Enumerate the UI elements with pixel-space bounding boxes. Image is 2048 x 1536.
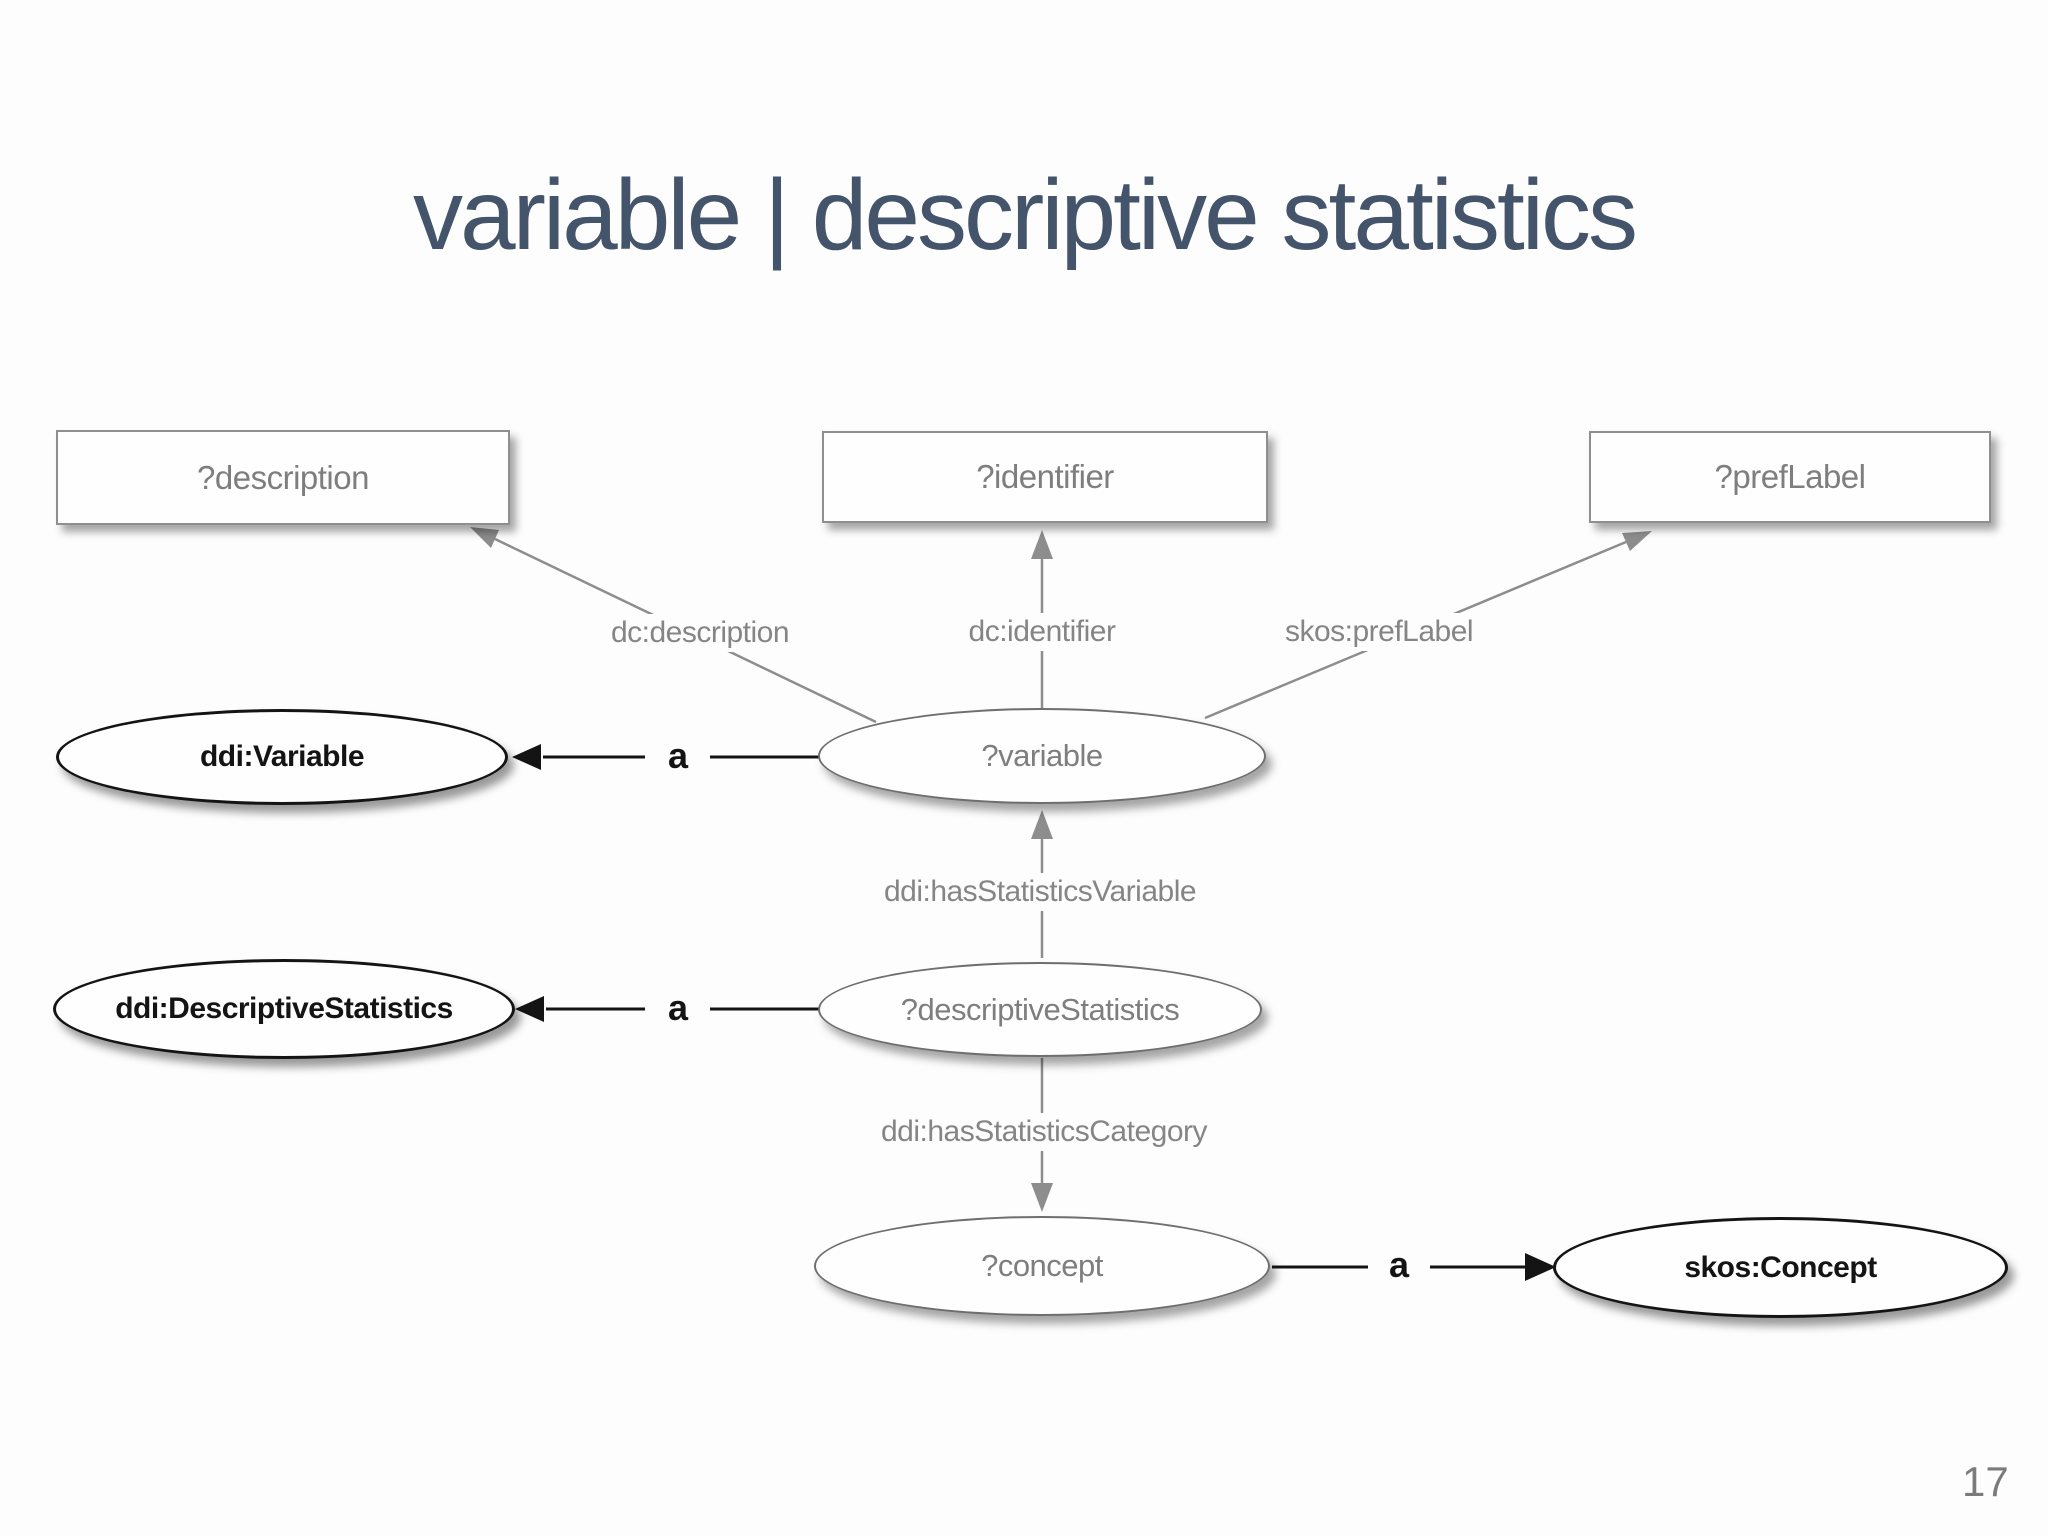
node-preflabel-label: ?prefLabel [1714, 458, 1866, 495]
node-skos-concept-ellipse: skos:Concept [1553, 1217, 2008, 1318]
edge-a-variable-arrow [512, 744, 820, 770]
node-concept-label: ?concept [981, 1248, 1103, 1283]
node-ddi-variable-label: ddi:Variable [199, 740, 365, 773]
node-identifier-box: ?identifier [822, 431, 1268, 523]
node-variable-ellipse: ?variable [818, 708, 1266, 804]
node-descriptive-statistics-ellipse: ?descriptiveStatistics [818, 962, 1262, 1057]
edge-label-a-variable: a [667, 735, 689, 776]
node-identifier-label: ?identifier [976, 458, 1114, 495]
slide-title: variable | descriptive statistics [413, 159, 1638, 271]
edge-a-concept-arrow [1272, 1253, 1556, 1281]
page-number: 17 [1962, 1458, 2009, 1505]
edge-label-a-descriptive-statistics: a [667, 987, 689, 1028]
node-ddi-descriptive-statistics-label: ddi:DescriptiveStatistics [115, 992, 453, 1025]
node-description-box: ?description [56, 430, 510, 525]
node-ddi-descriptive-statistics-ellipse: ddi:DescriptiveStatistics [53, 959, 515, 1059]
edge-label-dc-description: dc:description [600, 614, 800, 652]
edge-label-has-statistics-variable: ddi:hasStatisticsVariable [873, 873, 1207, 911]
node-skos-concept-label: skos:Concept [1684, 1250, 1877, 1284]
edge-label-has-statistics-category: ddi:hasStatisticsCategory [871, 1113, 1217, 1151]
edge-a-descriptive-statistics-arrow [515, 996, 820, 1022]
node-concept-ellipse: ?concept [814, 1216, 1270, 1316]
edge-label-dc-identifier: dc:identifier [958, 613, 1126, 651]
node-descriptive-statistics-label: ?descriptiveStatistics [900, 991, 1180, 1027]
edge-label-a-concept: a [1388, 1244, 1410, 1285]
node-preflabel-box: ?prefLabel [1589, 431, 1991, 523]
node-ddi-variable-ellipse: ddi:Variable [56, 709, 508, 805]
edge-label-skos-preflabel: skos:prefLabel [1274, 613, 1484, 651]
node-variable-label: ?variable [981, 738, 1103, 773]
node-description-label: ?description [197, 458, 369, 496]
